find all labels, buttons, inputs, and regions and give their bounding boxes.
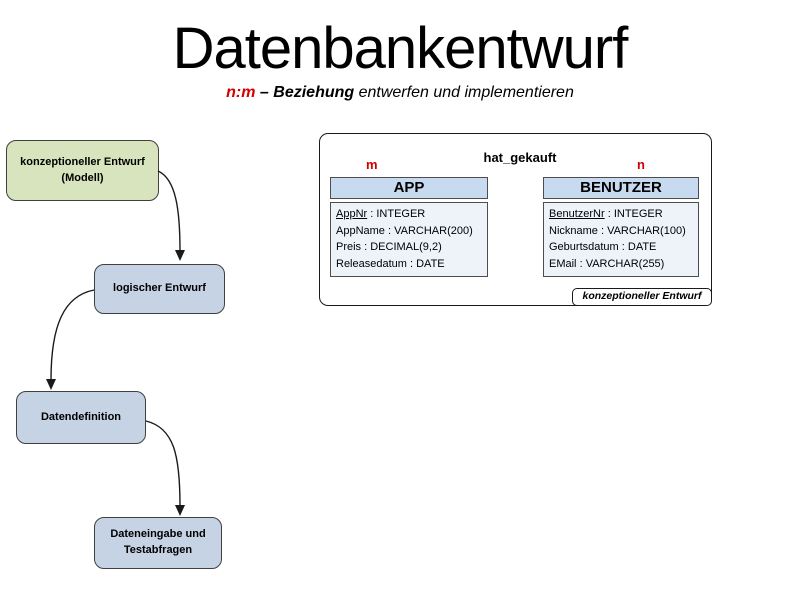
attribute-type: DATE	[627, 241, 657, 253]
slide-title: Datenbankentwurf	[172, 16, 629, 81]
attribute-name: Nickname	[549, 224, 598, 237]
cardinality-m: m	[366, 157, 378, 172]
attribute-row: BenutzerNr : INTEGER	[549, 206, 694, 223]
attribute-name: BenutzerNr	[549, 208, 605, 220]
attribute-row: Releasedatum : DATE	[336, 256, 483, 273]
attribute-row: AppName : VARCHAR(200)	[336, 223, 483, 240]
attribute-name: Geburtsdatum	[549, 241, 619, 253]
attribute-separator: :	[618, 241, 628, 253]
cardinality-n: n	[637, 157, 645, 172]
attribute-separator: :	[384, 224, 395, 237]
entity-app-attributes: AppNr : INTEGER AppName : VARCHAR(200) P…	[330, 202, 488, 277]
flow-node-label: Datendefinition	[40, 410, 122, 423]
attribute-type: DATE	[416, 257, 445, 270]
flow-arrow-2	[46, 289, 95, 390]
attribute-name: Preis	[336, 241, 362, 253]
flow-node-label: logischer Entwurf	[113, 282, 206, 295]
flow-arrow-3	[145, 420, 185, 516]
subtitle-emphasis: – Beziehung	[259, 84, 355, 101]
subtitle-cardinality-term: n:m	[226, 84, 256, 101]
attribute-row: Nickname : VARCHAR(100)	[549, 223, 694, 240]
attribute-row: Geburtsdatum : DATE	[549, 239, 694, 256]
er-caption: konzeptioneller Entwurf	[572, 288, 712, 306]
entity-benutzer-name: BENUTZER	[543, 177, 699, 199]
attribute-separator: :	[367, 208, 377, 220]
flow-node-konzeptioneller-entwurf: konzeptioneller Entwurf (Modell)	[6, 140, 159, 201]
attribute-type: VARCHAR(255)	[585, 257, 665, 270]
flow-arrow-1	[157, 170, 185, 261]
entity-app: APP AppNr : INTEGER AppName : VARCHAR(20…	[330, 177, 488, 277]
attribute-type: VARCHAR(200)	[394, 224, 473, 237]
attribute-name: AppName	[336, 224, 385, 237]
entity-app-name: APP	[330, 177, 488, 199]
attribute-type: INTEGER	[613, 208, 663, 220]
attribute-name: Releasedatum	[336, 257, 407, 270]
flow-node-dateneingabe-testabfragen: Dateneingabe und Testabfragen	[94, 517, 222, 569]
attribute-name: EMail	[549, 257, 577, 270]
attribute-separator: :	[361, 241, 371, 253]
attribute-separator: :	[406, 257, 417, 270]
subtitle-rest: entwerfen und implementieren	[358, 84, 574, 101]
attribute-row: Preis : DECIMAL(9,2)	[336, 239, 483, 256]
attribute-row: AppNr : INTEGER	[336, 206, 483, 223]
attribute-name: AppNr	[336, 208, 368, 220]
attribute-separator: :	[576, 257, 586, 270]
attribute-type: INTEGER	[376, 208, 426, 220]
relationship-label: hat_gekauft	[483, 150, 557, 165]
attribute-type: DECIMAL(9,2)	[370, 241, 442, 253]
flow-node-label: konzeptioneller Entwurf (Modell)	[20, 155, 145, 184]
attribute-type: VARCHAR(100)	[607, 224, 686, 237]
flow-node-label: Dateneingabe und Testabfragen	[110, 528, 206, 556]
attribute-separator: :	[597, 224, 608, 237]
attribute-row: EMail : VARCHAR(255)	[549, 256, 694, 273]
entity-benutzer: BENUTZER BenutzerNr : INTEGER Nickname :…	[543, 177, 699, 277]
flow-node-logischer-entwurf: logischer Entwurf	[94, 264, 225, 314]
slide-subtitle: n:m – Beziehung entwerfen und implementi…	[0, 84, 800, 102]
attribute-separator: :	[604, 208, 614, 220]
entity-benutzer-attributes: BenutzerNr : INTEGER Nickname : VARCHAR(…	[543, 202, 699, 277]
flow-node-datendefinition: Datendefinition	[16, 391, 146, 444]
